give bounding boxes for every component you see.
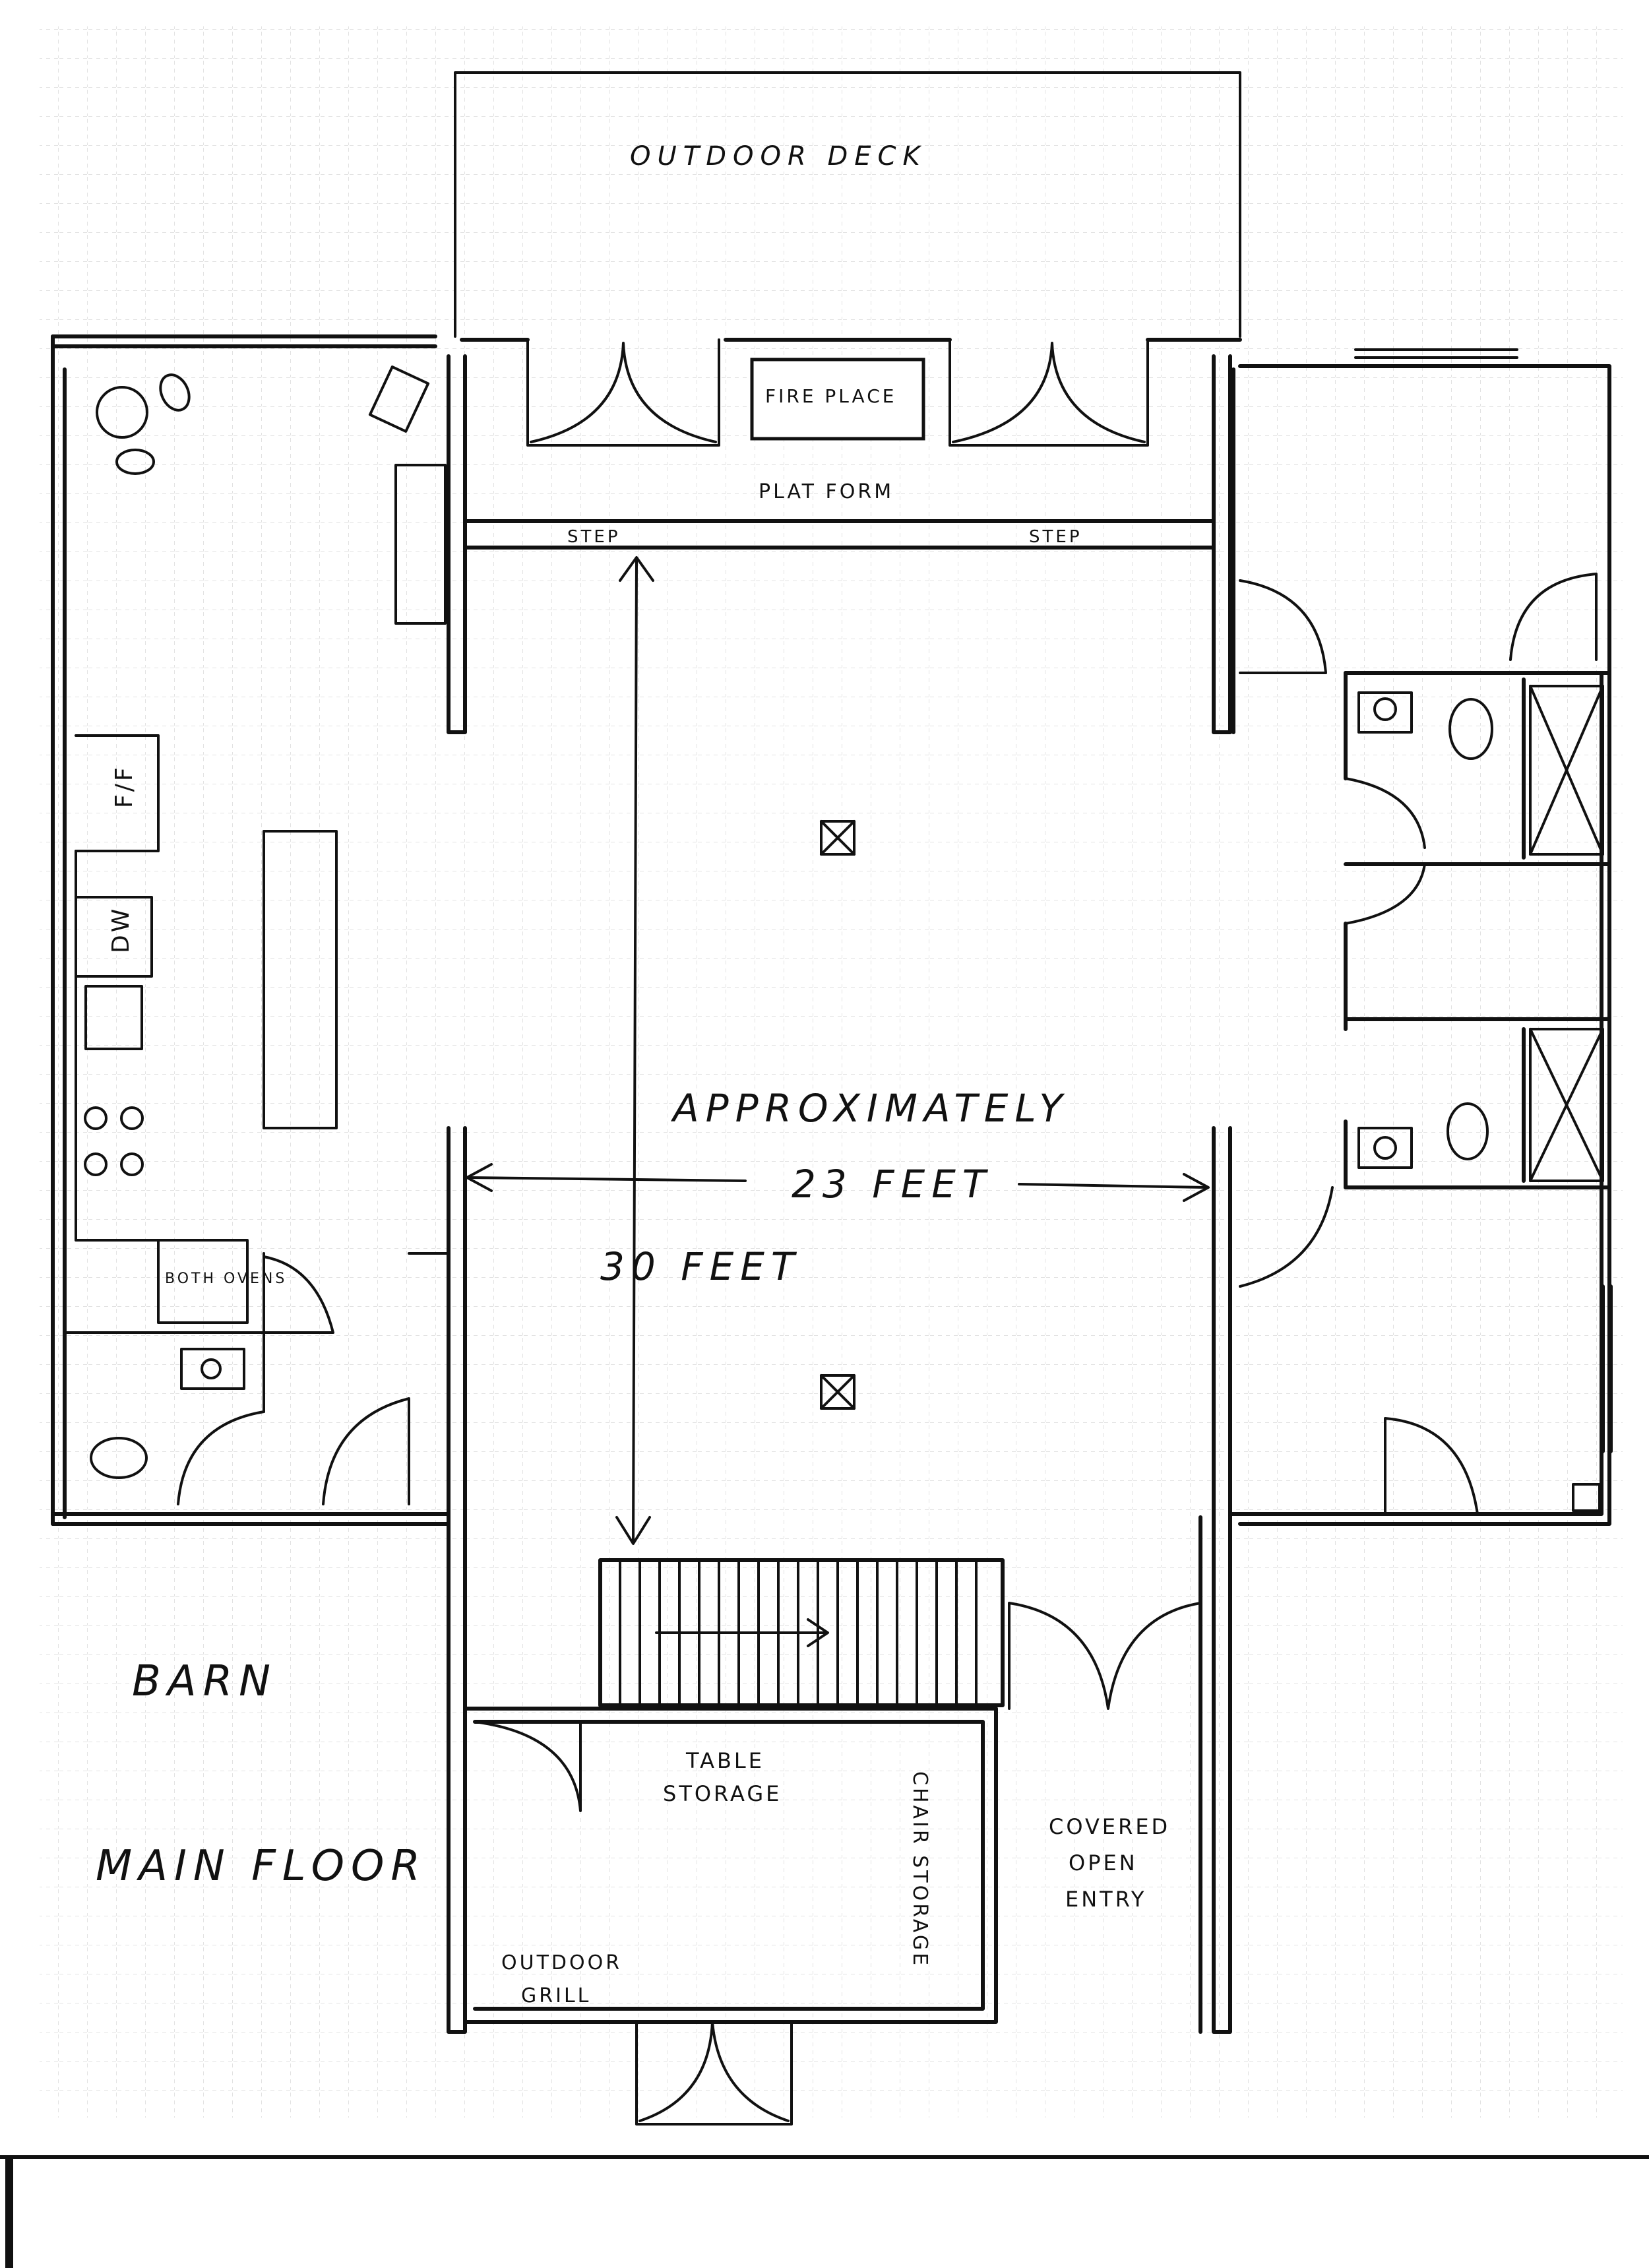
exterior-walls bbox=[51, 334, 1613, 2034]
fire-place: FIRE PLACE bbox=[750, 358, 925, 441]
great-room-posts bbox=[820, 820, 856, 1410]
outdoor-grill-label-1: OUTDOOR bbox=[501, 1951, 622, 1974]
fire-place-label: FIRE PLACE bbox=[765, 385, 896, 407]
stairs bbox=[598, 1558, 1005, 1707]
ff-label: F/F bbox=[111, 765, 138, 808]
outdoor-grill-label-2: GRILL bbox=[521, 1984, 591, 2007]
approximately-label: APPROXIMATELY bbox=[670, 1086, 1069, 1131]
deck-french-doors bbox=[526, 338, 1149, 447]
both-ovens-label: BOTH OVENS bbox=[165, 1271, 287, 1287]
outdoor-deck-label: OUTDOOR DECK bbox=[630, 141, 927, 172]
chair-storage-label: CHAIR STORAGE bbox=[908, 1771, 931, 1968]
title-barn: BARN bbox=[132, 1657, 277, 1706]
title-main-floor: MAIN FLOOR bbox=[96, 1842, 427, 1891]
dimension-lines bbox=[466, 556, 1210, 1545]
step-left-label: STEP bbox=[567, 527, 621, 547]
table-storage-label-1: TABLE bbox=[685, 1748, 764, 1773]
width-23-feet-label: 23 FEET bbox=[792, 1162, 992, 1207]
covered-label-2: OPEN bbox=[1069, 1850, 1138, 1875]
covered-label-1: COVERED bbox=[1049, 1814, 1170, 1839]
storage-and-entry bbox=[463, 1515, 1202, 2126]
covered-label-3: ENTRY bbox=[1065, 1887, 1146, 1912]
bathrooms bbox=[1239, 573, 1604, 1515]
outdoor-deck bbox=[454, 71, 1241, 338]
dw-label: DW bbox=[108, 906, 135, 953]
step-right-label: STEP bbox=[1029, 527, 1082, 547]
kitchen: F/F DW BOTH OVENS bbox=[65, 365, 450, 1505]
platform-label: PLAT FORM bbox=[759, 480, 894, 503]
table-storage-label-2: STORAGE bbox=[663, 1781, 782, 1806]
length-30-feet-label: 30 FEET bbox=[600, 1244, 801, 1289]
